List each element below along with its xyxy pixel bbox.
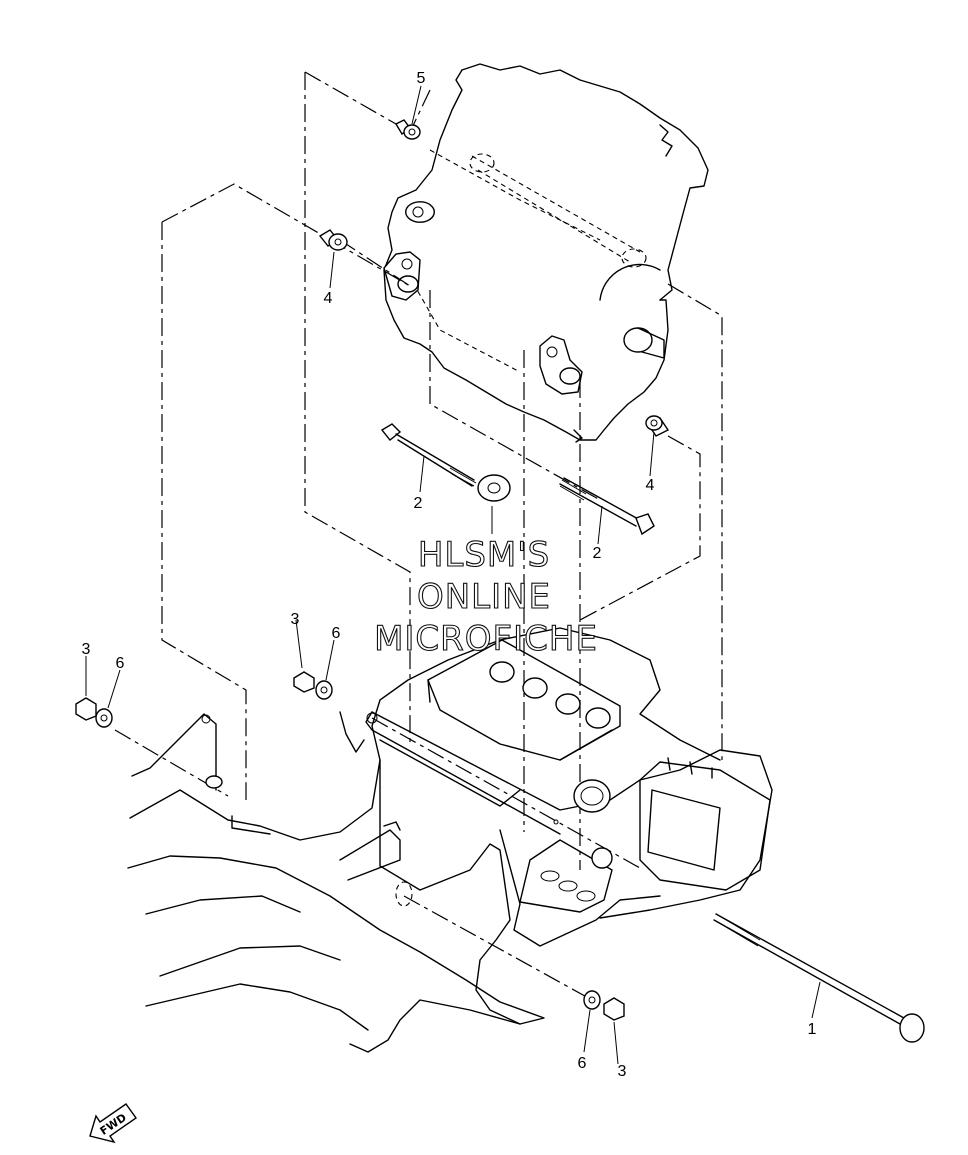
watermark-line-2: ONLINE: [417, 577, 551, 617]
callout-damper-upper: 4: [324, 290, 333, 307]
callout-nut-bottom: 3: [618, 1063, 627, 1080]
callout-nut-left: 3: [82, 641, 91, 658]
washer-bottom[interactable]: [583, 990, 601, 1010]
damper-upper[interactable]: [318, 229, 348, 251]
callout-washer-bottom: 6: [578, 1055, 587, 1072]
callout-washer-left: 6: [116, 655, 125, 672]
callout-bolt-long: 1: [808, 1021, 817, 1038]
fwd-arrow-icon: FWD: [89, 1103, 137, 1144]
mount-spacer[interactable]: [477, 474, 511, 502]
callout-damper-right: 4: [646, 477, 655, 494]
callout-washer-mid: 6: [332, 625, 341, 642]
callout-damper-top: 5: [417, 70, 426, 87]
damper-top[interactable]: [395, 119, 421, 140]
nut-left[interactable]: [75, 697, 97, 721]
callout-bolt-right: 2: [593, 545, 602, 562]
through-bolt-long[interactable]: [713, 913, 925, 1043]
watermark-line-3: MICROFICHE: [374, 619, 598, 659]
callout-nut-mid: 3: [291, 611, 300, 628]
watermark-line-1: HLSM'S: [418, 535, 550, 575]
damper-right[interactable]: [645, 415, 670, 437]
mount-bolt-left[interactable]: [380, 423, 477, 487]
callout-leaders: [85, 85, 821, 1065]
mount-bolt-right[interactable]: [559, 477, 655, 536]
callout-bolt-left: 2: [414, 495, 423, 512]
nut-bottom[interactable]: [603, 997, 625, 1021]
nut-mid[interactable]: [293, 671, 315, 693]
washer-mid[interactable]: [315, 680, 333, 700]
washer-left[interactable]: [95, 708, 113, 728]
engine-block: [383, 63, 709, 443]
hull-frame: [127, 627, 773, 1053]
callout-labels: 5 4 4 2 2 3 6 3 6 6 3 1: [82, 70, 817, 1080]
assembly-leader-lines: [114, 71, 723, 1001]
watermark: HLSM'S ONLINE MICROFICHE: [374, 534, 598, 659]
